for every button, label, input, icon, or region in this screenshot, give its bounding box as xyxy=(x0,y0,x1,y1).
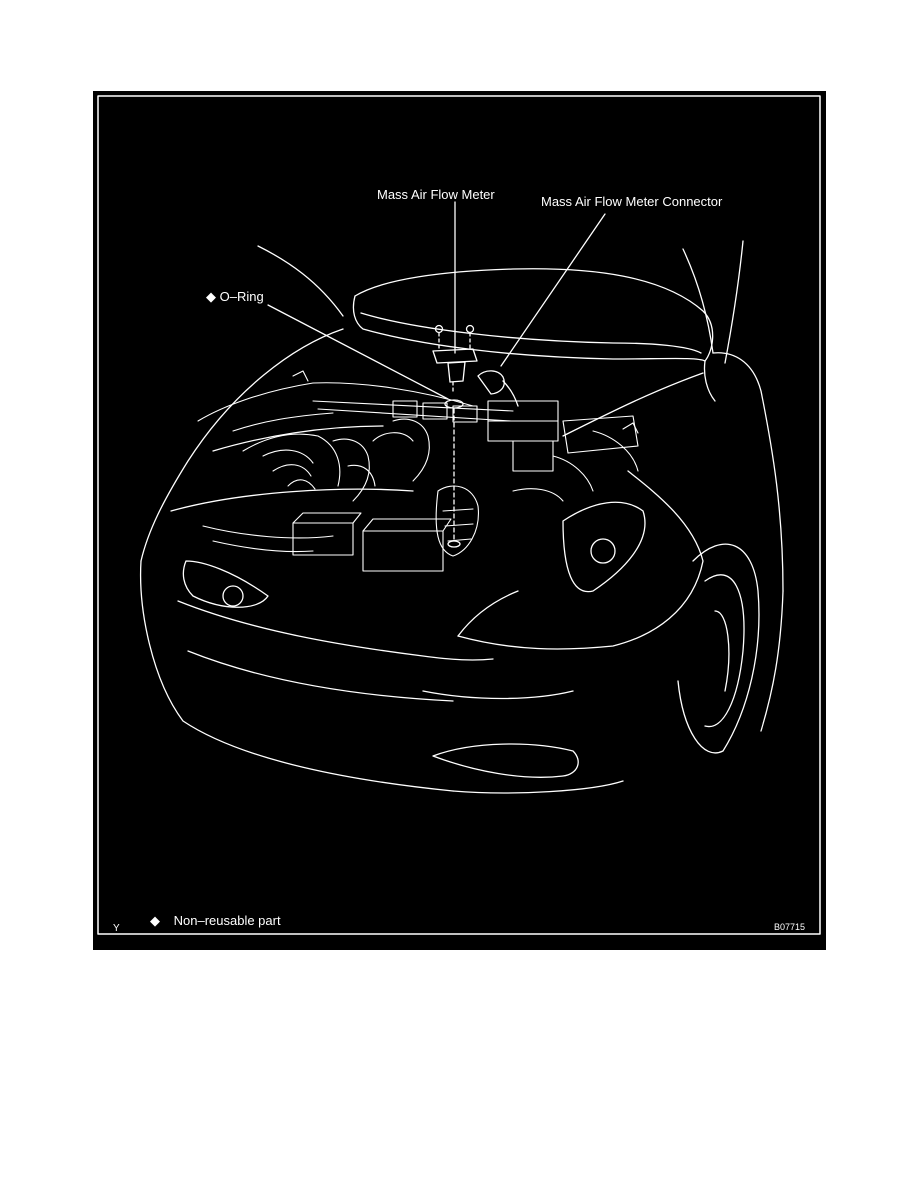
raised-hood xyxy=(257,240,744,402)
corner-mark: Y xyxy=(113,923,120,934)
legend: ◆ Non–reusable part xyxy=(150,913,281,928)
o-ring-label: ◆ O–Ring xyxy=(206,289,264,304)
legend-text: Non–reusable part xyxy=(173,913,281,928)
engine-components xyxy=(197,370,639,572)
mass-air-flow-meter-assembly xyxy=(432,324,519,548)
diamond-icon: ◆ xyxy=(206,289,216,304)
diagram-figure: Mass Air Flow Meter Mass Air Flow Meter … xyxy=(93,91,826,950)
diamond-icon: ◆ xyxy=(150,913,160,928)
connector-shape xyxy=(477,370,505,395)
mass-air-flow-meter-connector-label: Mass Air Flow Meter Connector xyxy=(541,194,723,209)
headlights xyxy=(182,501,646,608)
o-ring-leader-line xyxy=(267,304,449,400)
car-body xyxy=(139,328,784,794)
figure-code: B07715 xyxy=(774,922,806,932)
engine-bay-illustration xyxy=(97,95,821,935)
o-ring-text: O–Ring xyxy=(219,289,264,304)
screw-right xyxy=(465,324,475,334)
figure-border xyxy=(97,95,821,935)
front-wheel xyxy=(677,543,760,754)
maf-body xyxy=(432,348,478,364)
connector-leader-line xyxy=(500,213,606,367)
mass-air-flow-meter-label: Mass Air Flow Meter xyxy=(377,187,495,202)
o-ring-shape xyxy=(444,399,464,409)
